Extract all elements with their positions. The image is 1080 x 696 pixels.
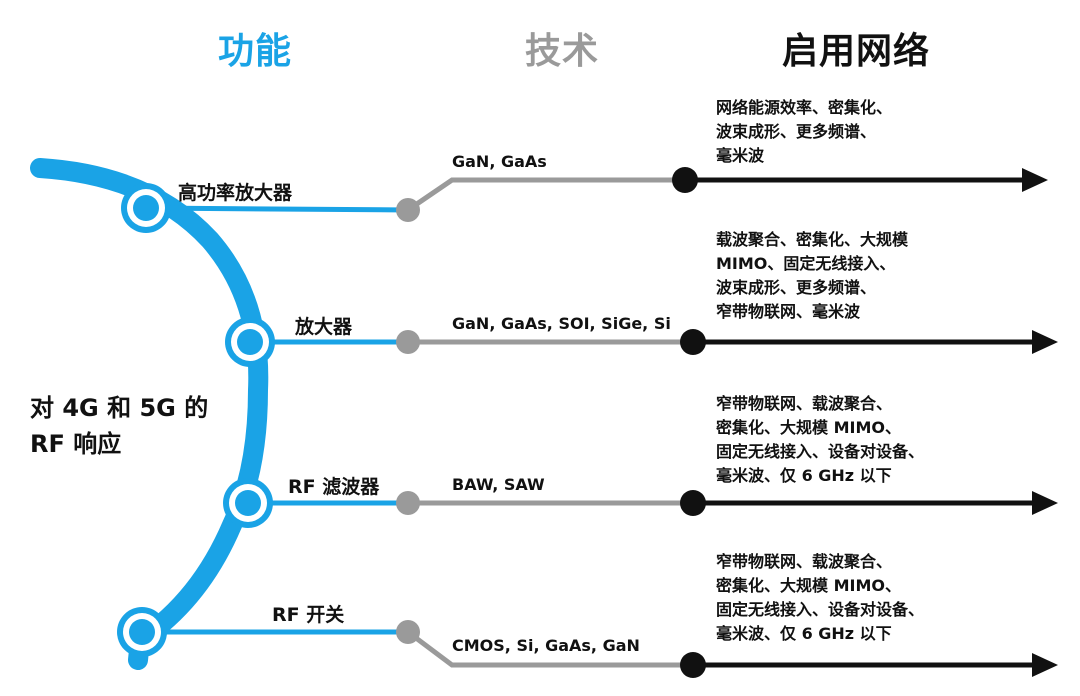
network-text-3: 窄带物联网、载波聚合、 密集化、大规模 MIMO、 固定无线接入、设备对设备、 … [716,394,925,485]
technology-label-1: GaN, GaAs [452,152,547,171]
function-node-inner-4 [129,619,155,645]
side-label: 对 4G 和 5G 的 RF 响应 [30,394,209,458]
function-label-2: 放大器 [295,316,353,338]
function-link-1 [145,205,409,213]
technology-label-4: CMOS, Si, GaAs, GaN [452,636,640,655]
network-node-2 [680,329,706,355]
arrow-head-icon-2 [1032,330,1058,354]
network-node-4 [680,652,706,678]
header-function: 功能 [218,31,293,72]
network-node-3 [680,490,706,516]
function-label-1: 高功率放大器 [178,182,293,204]
network-text-2: 载波聚合、密集化、大规模 MIMO、固定无线接入、 波束成形、更多频谱、 窄带物… [716,230,909,321]
technology-link-1 [406,177,685,213]
function-label-3: RF 滤波器 [288,476,380,498]
function-node-inner-2 [237,329,263,355]
function-node-inner-1 [133,195,159,221]
function-node-inner-3 [235,490,261,516]
technology-node-1 [396,198,420,222]
network-text-4: 窄带物联网、载波聚合、 密集化、大规模 MIMO、 固定无线接入、设备对设备、 … [716,552,925,643]
technology-label-2: GaN, GaAs, SOI, SiGe, Si [452,314,671,333]
header-network: 启用网络 [782,31,931,72]
arrow-head-icon-4 [1032,653,1058,677]
technology-label-3: BAW, SAW [452,475,545,494]
technology-node-2 [396,330,420,354]
arrow-head-icon-3 [1032,491,1058,515]
header-technology: 技术 [525,31,600,72]
function-label-4: RF 开关 [272,604,345,626]
technology-node-4 [396,620,420,644]
arrow-head-icon-1 [1022,168,1048,192]
technology-link-4 [406,630,693,668]
network-node-1 [672,167,698,193]
network-text-1: 网络能源效率、密集化、 波束成形、更多频谱、 毫米波 [716,98,893,165]
technology-node-3 [396,491,420,515]
